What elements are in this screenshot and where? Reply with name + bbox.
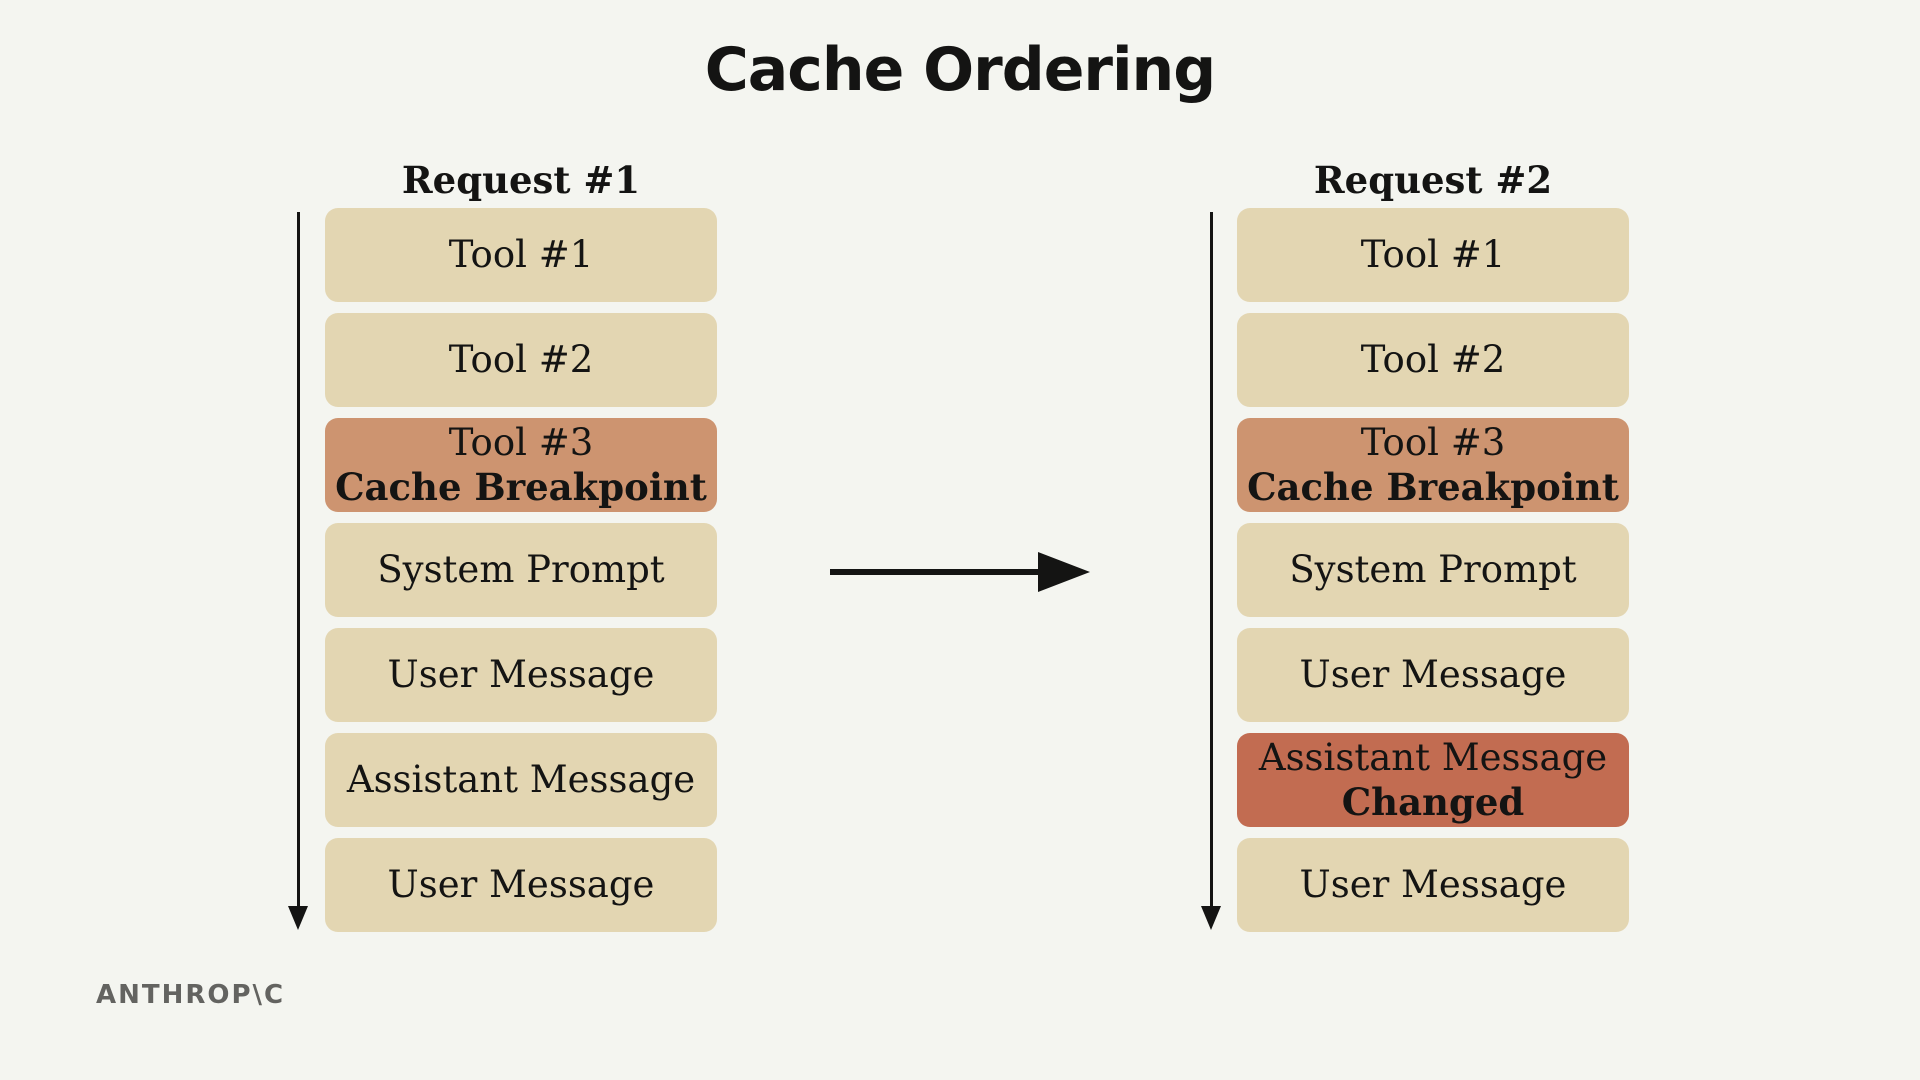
- request-1-order-line: [297, 212, 300, 912]
- block-label: System Prompt: [1289, 548, 1577, 591]
- request-1-block: Assistant Message: [325, 733, 717, 827]
- request-1-block: User Message: [325, 628, 717, 722]
- request-2-down-arrow-icon: [1201, 906, 1221, 930]
- block-sublabel: Cache Breakpoint: [1247, 465, 1619, 509]
- request-1-column: Request #1 Tool #1 Tool #2 Tool #3 Cache…: [325, 155, 717, 932]
- block-label: Assistant Message: [1258, 736, 1608, 779]
- transition-arrow-icon: [830, 552, 1090, 592]
- block-label: User Message: [1299, 653, 1567, 696]
- block-label: Tool #3: [448, 421, 594, 464]
- block-label: User Message: [387, 653, 655, 696]
- request-2-block: System Prompt: [1237, 523, 1629, 617]
- request-2-header: Request #2: [1313, 158, 1553, 202]
- block-label: System Prompt: [377, 548, 665, 591]
- request-1-block: System Prompt: [325, 523, 717, 617]
- request-1-stack: Tool #1 Tool #2 Tool #3 Cache Breakpoint…: [325, 208, 717, 932]
- block-sublabel: Cache Breakpoint: [335, 465, 707, 509]
- request-2-order-line: [1210, 212, 1213, 912]
- request-1-block: User Message: [325, 838, 717, 932]
- block-label: Tool #2: [448, 338, 594, 381]
- request-1-header: Request #1: [401, 158, 641, 202]
- block-label: User Message: [1299, 863, 1567, 906]
- request-1-cache-breakpoint-block: Tool #3 Cache Breakpoint: [325, 418, 717, 512]
- request-2-block: Tool #2: [1237, 313, 1629, 407]
- block-label: Assistant Message: [346, 758, 696, 801]
- block-label: Tool #1: [1360, 233, 1506, 276]
- request-2-cache-breakpoint-block: Tool #3 Cache Breakpoint: [1237, 418, 1629, 512]
- block-label: Tool #3: [1360, 421, 1506, 464]
- block-label: Tool #1: [448, 233, 594, 276]
- request-1-down-arrow-icon: [288, 906, 308, 930]
- request-2-block: Tool #1: [1237, 208, 1629, 302]
- anthropic-logo: ANTHROP\C: [96, 980, 286, 1010]
- request-2-block: User Message: [1237, 628, 1629, 722]
- request-2-column: Request #2 Tool #1 Tool #2 Tool #3 Cache…: [1237, 155, 1629, 932]
- request-1-block: Tool #1: [325, 208, 717, 302]
- request-1-block: Tool #2: [325, 313, 717, 407]
- block-label: User Message: [387, 863, 655, 906]
- request-2-changed-block: Assistant Message Changed: [1237, 733, 1629, 827]
- diagram-title: Cache Ordering: [704, 35, 1216, 105]
- request-2-block: User Message: [1237, 838, 1629, 932]
- block-label: Tool #2: [1360, 338, 1506, 381]
- block-sublabel: Changed: [1341, 780, 1525, 824]
- request-2-stack: Tool #1 Tool #2 Tool #3 Cache Breakpoint…: [1237, 208, 1629, 932]
